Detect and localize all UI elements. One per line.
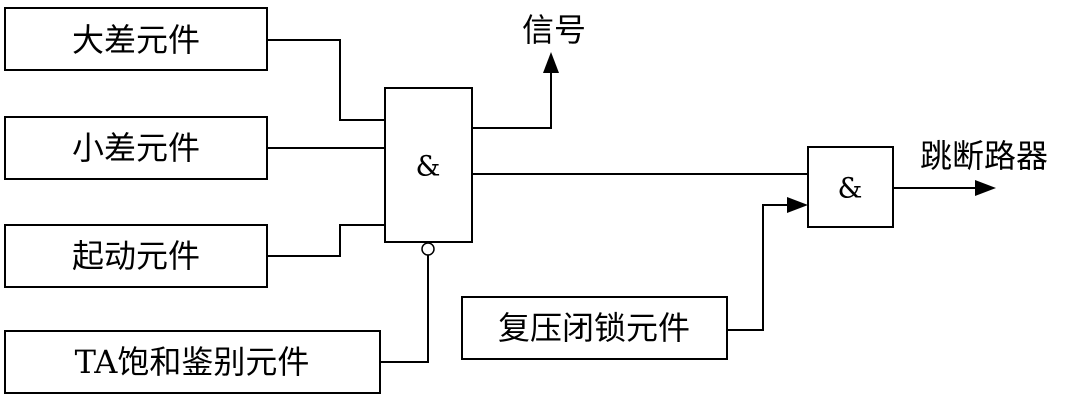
and-gate-1-box	[384, 87, 473, 243]
ta-saturation-label: TA饱和鉴别元件	[75, 343, 310, 381]
small-diff-label: 小差元件	[72, 129, 200, 167]
wire-voltage-lock	[727, 204, 789, 331]
voltage-lock-box	[461, 296, 728, 360]
and-gate-1-label: &	[416, 150, 441, 183]
ta-saturation-element: TA饱和鉴别元件	[4, 330, 381, 394]
wire-to-signal	[472, 72, 552, 129]
start-element: 起动元件	[4, 224, 268, 288]
trip-label: 跳断路器	[920, 137, 1048, 175]
start-label: 起动元件	[72, 237, 200, 275]
signal-arrow-icon	[543, 52, 559, 73]
and-gate-2-label: &	[838, 172, 863, 205]
large-diff-box	[4, 7, 268, 71]
voltage-lock-label: 复压闭锁元件	[498, 309, 690, 347]
and-gate-2-box	[807, 146, 894, 228]
large-diff-label: 大差元件	[72, 21, 200, 59]
wire-ta-saturation	[380, 255, 429, 363]
voltage-lock-element: 复压闭锁元件	[461, 296, 728, 360]
wire-large-diff	[267, 39, 385, 121]
signal-label: 信号	[522, 11, 586, 49]
large-diff-element: 大差元件	[4, 7, 268, 71]
voltage-lock-arrow-icon	[787, 197, 808, 213]
trip-arrow-icon	[975, 180, 996, 196]
start-box	[4, 224, 268, 288]
small-diff-element: 小差元件	[4, 116, 268, 180]
small-diff-box	[4, 116, 268, 180]
and-gate-2: &	[807, 146, 894, 228]
and-gate-1: &	[384, 87, 473, 256]
inverted-input-circle	[421, 242, 435, 256]
wire-start	[267, 224, 385, 257]
